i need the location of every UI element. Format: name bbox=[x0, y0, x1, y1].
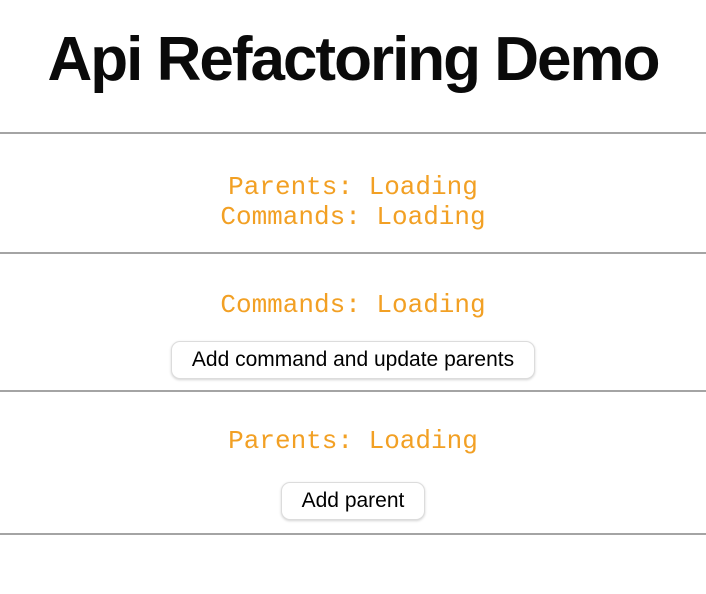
add-command-button[interactable]: Add command and update parents bbox=[170, 341, 536, 380]
button-row: Add command and update parents bbox=[0, 341, 706, 380]
divider bbox=[0, 252, 706, 255]
commands-status-text: Commands: Loading bbox=[220, 202, 486, 233]
commands-status-text: Commands: Loading bbox=[220, 290, 486, 321]
commands-section: Commands: Loading Add command and update… bbox=[0, 254, 706, 390]
button-row: Add parent bbox=[0, 482, 706, 521]
parents-section: Parents: Loading Add parent bbox=[0, 392, 706, 533]
divider bbox=[0, 390, 706, 393]
page-title: Api Refactoring Demo bbox=[47, 25, 660, 94]
app-root: Api Refactoring Demo Parents: Loading Co… bbox=[0, 24, 706, 536]
add-parent-button[interactable]: Add parent bbox=[280, 482, 426, 521]
divider bbox=[0, 132, 706, 135]
divider bbox=[0, 533, 706, 536]
parents-status-text: Parents: Loading bbox=[228, 172, 478, 203]
parents-status-text: Parents: Loading bbox=[228, 426, 478, 457]
combined-status-section: Parents: Loading Commands: Loading bbox=[0, 134, 706, 252]
